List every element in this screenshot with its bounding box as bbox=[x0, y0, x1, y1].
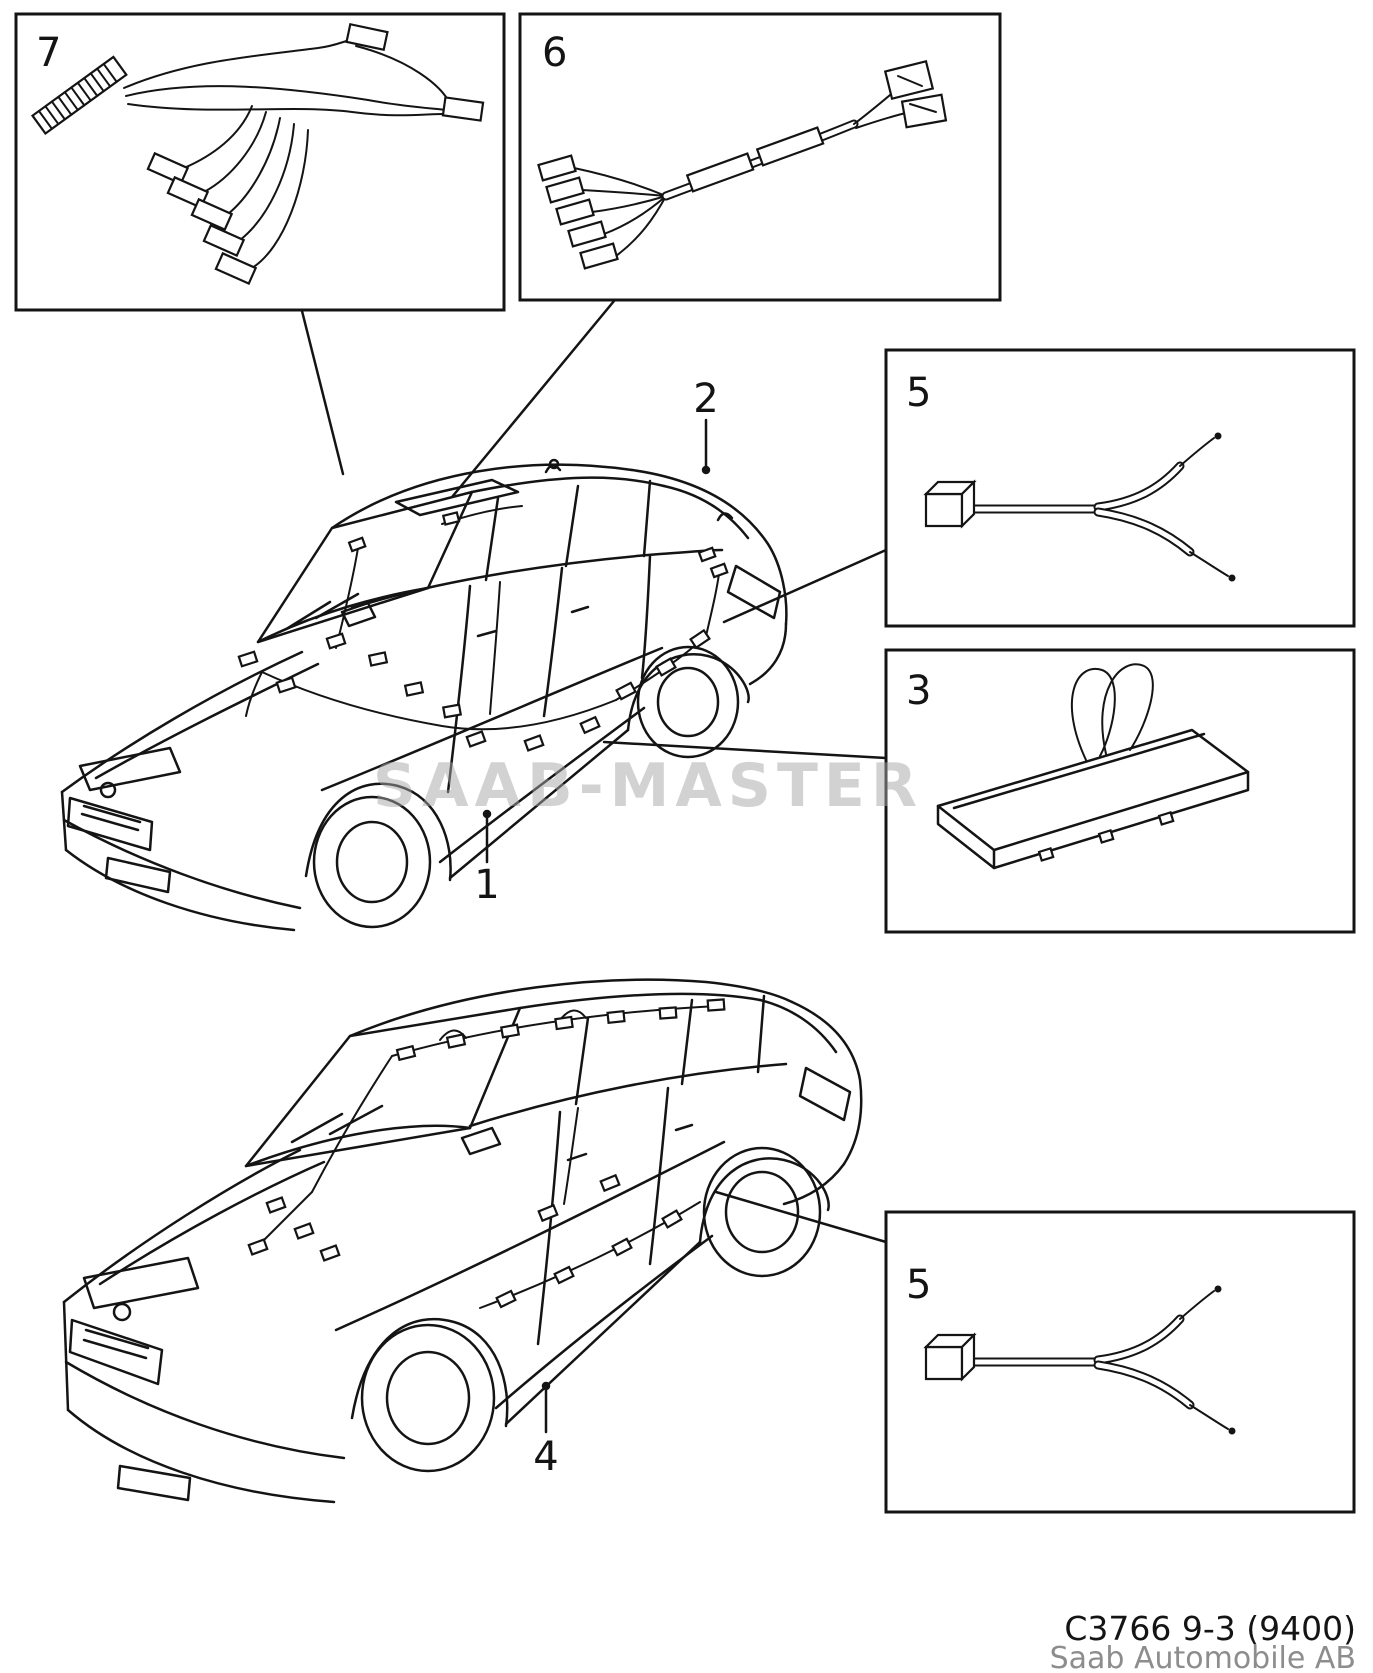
car-top-drawing bbox=[60, 458, 788, 932]
sill-trim-3-drawing bbox=[936, 663, 1250, 870]
inset-box-3 bbox=[884, 648, 1356, 934]
y-cable-5-drawing bbox=[923, 432, 1236, 582]
inset-box-5-top bbox=[884, 348, 1356, 628]
harness-7-drawing bbox=[30, 22, 485, 285]
item-label-1: 1 bbox=[474, 862, 499, 908]
car-bottom-drawing bbox=[62, 978, 863, 1504]
callout-6: 6 bbox=[542, 30, 567, 76]
car-bottom-harness bbox=[247, 998, 726, 1309]
callout-7: 7 bbox=[36, 30, 61, 76]
item-label-4: 4 bbox=[533, 1434, 558, 1480]
document-number: C3766 9-3 (9400) bbox=[1064, 1609, 1356, 1648]
callout-5-top: 5 bbox=[906, 370, 931, 416]
callout-3: 3 bbox=[906, 668, 931, 714]
publisher-name: Saab Automobile AB bbox=[1050, 1641, 1356, 1673]
inset-box-5-bottom bbox=[884, 1210, 1356, 1514]
inset-box-6 bbox=[518, 12, 1002, 302]
car-top-harness bbox=[237, 505, 729, 752]
inset-box-7 bbox=[14, 12, 506, 312]
harness-6-drawing bbox=[537, 60, 948, 270]
y-cable-5-drawing-bottom bbox=[926, 1286, 1236, 1435]
item-leader-lines bbox=[482, 418, 711, 1434]
item-label-2: 2 bbox=[693, 376, 718, 422]
leader-lines bbox=[300, 299, 888, 1244]
watermark-text: SAAB-MASTER bbox=[373, 751, 923, 821]
callout-5-bottom: 5 bbox=[906, 1262, 931, 1308]
